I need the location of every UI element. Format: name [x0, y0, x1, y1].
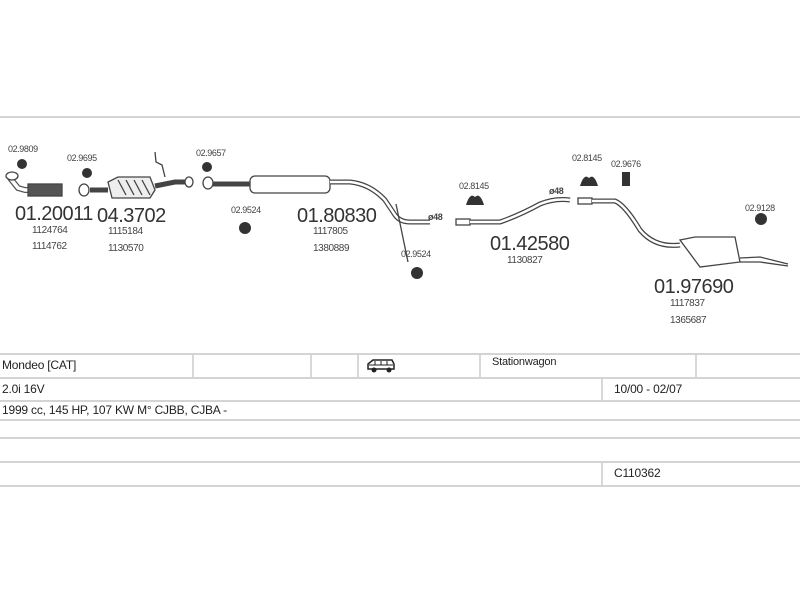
engine-specs: 1999 cc, 145 HP, 107 KW M° CJBB, CJBA -	[2, 403, 227, 417]
rubber-mount-icon	[411, 267, 423, 279]
accessory-label: 02.9128	[745, 203, 775, 213]
exhaust-system-drawing	[5, 151, 789, 279]
middle-silencer	[202, 175, 430, 263]
part-ref: 1130827	[507, 255, 543, 266]
part-number[interactable]: 04.3702	[97, 205, 166, 227]
intermediate-pipe	[455, 197, 571, 226]
accessory-label: 02.9809	[8, 144, 38, 154]
accessory-label: 02.8145	[572, 153, 602, 163]
pipe-diameter-label: ø48	[428, 212, 443, 222]
vehicle-code: C110362	[614, 466, 661, 480]
part-ref: 1130570	[108, 243, 144, 254]
gasket-icon	[202, 162, 212, 172]
part-ref: 1114762	[32, 241, 67, 252]
accessory-icons	[17, 159, 767, 279]
part-ref: 1115184	[108, 226, 143, 237]
accessory-label: 02.8145	[459, 181, 489, 191]
part-number[interactable]: 01.80830	[297, 205, 377, 227]
accessory-label: 02.9524	[231, 205, 261, 215]
rubber-mount-icon	[239, 222, 251, 234]
gasket-icon	[17, 159, 27, 169]
catalytic-converter	[78, 151, 194, 199]
clamp-icon	[466, 195, 484, 205]
station-wagon-icon	[367, 359, 395, 373]
front-pipe	[5, 171, 63, 197]
rear-silencer	[577, 197, 789, 268]
part-ref: 1124764	[32, 225, 68, 236]
pipe-diameter-label: ø48	[549, 186, 564, 196]
flex-pipe	[27, 183, 63, 197]
divider	[0, 116, 800, 118]
part-number[interactable]: 01.42580	[490, 233, 570, 255]
hanger-icon	[622, 172, 630, 186]
part-number[interactable]: 01.20011	[15, 203, 93, 225]
accessory-label: 02.9676	[611, 159, 641, 169]
accessory-label: 02.9695	[67, 153, 97, 163]
engine: 2.0i 16V	[2, 382, 45, 396]
part-number[interactable]: 01.97690	[654, 276, 734, 298]
vehicle-model: Mondeo [CAT]	[2, 358, 77, 372]
accessory-label: 02.9657	[196, 148, 226, 158]
body-type: Stationwagon	[492, 356, 557, 368]
part-ref: 1365687	[670, 315, 707, 326]
gasket-icon	[82, 168, 92, 178]
part-ref: 1117805	[313, 226, 348, 237]
accessory-label: 02.9524	[401, 249, 431, 259]
clamp-icon	[580, 176, 598, 186]
part-ref: 1117837	[670, 298, 705, 309]
production-years: 10/00 - 02/07	[614, 382, 683, 396]
part-ref: 1380889	[313, 243, 350, 254]
rubber-mount-icon	[755, 213, 767, 225]
